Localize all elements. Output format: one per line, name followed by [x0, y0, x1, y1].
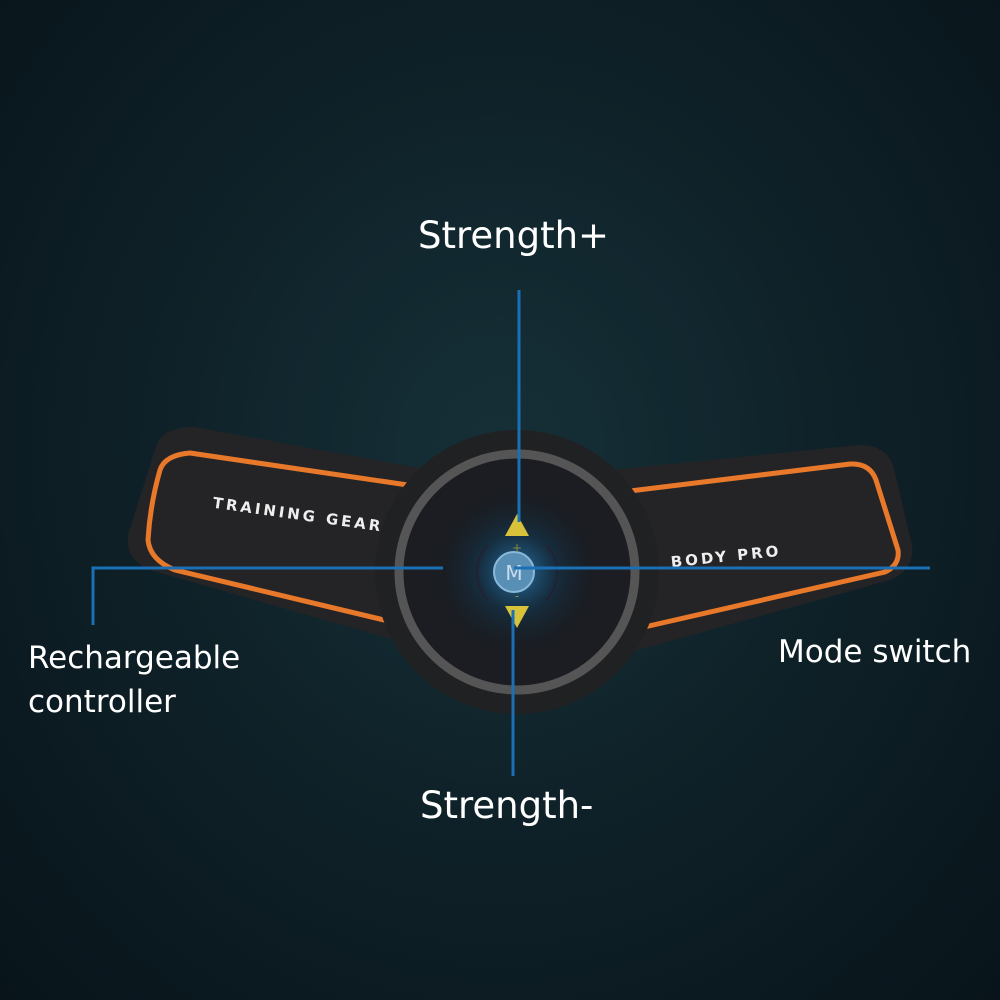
- right-wing-pad: BODY PRO: [610, 445, 913, 655]
- label-controller-line1: Rechargeable: [28, 640, 241, 676]
- controller-unit: M + -: [375, 430, 659, 714]
- label-strength-minus: Strength-: [420, 784, 594, 827]
- callout-line-controller: [91, 566, 443, 625]
- callout-lines: [91, 290, 930, 776]
- strength-down-button[interactable]: [505, 606, 529, 628]
- strength-up-button[interactable]: [505, 514, 529, 536]
- plus-glyph: +: [512, 541, 522, 555]
- minus-glyph: -: [515, 589, 519, 603]
- mode-button[interactable]: [493, 551, 535, 593]
- label-mode-switch: Mode switch: [778, 634, 972, 670]
- left-wing-pad: TRAINING GEAR: [127, 426, 431, 650]
- label-strength-plus: Strength+: [418, 214, 610, 257]
- mode-glyph: M: [505, 561, 522, 585]
- label-controller-line2: controller: [28, 684, 176, 720]
